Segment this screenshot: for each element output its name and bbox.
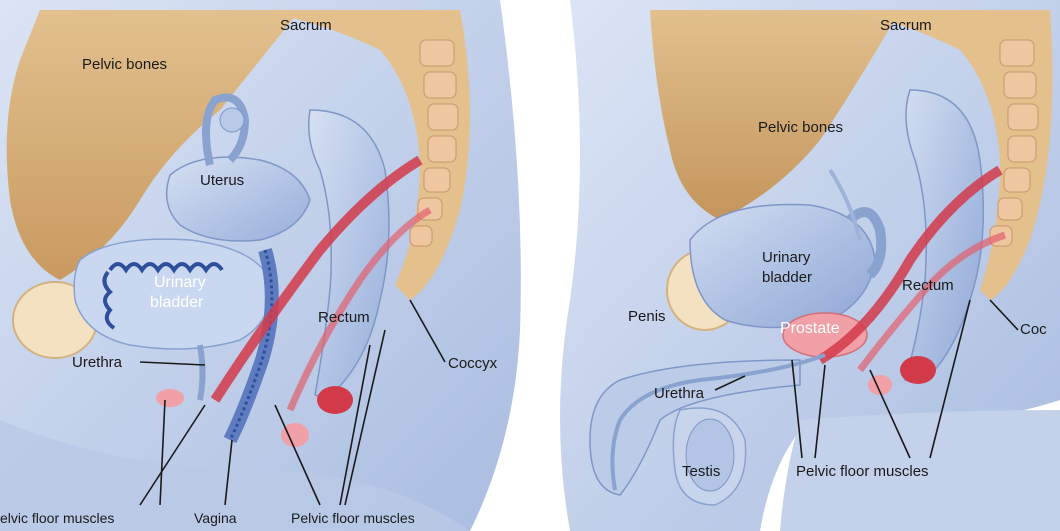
male-coccyx-label: Coc: [1020, 321, 1047, 338]
male-sacrum-label: Sacrum: [880, 17, 932, 34]
female-coccyx-label: Coccyx: [448, 355, 498, 372]
female-bladder-label: bladder: [150, 294, 204, 311]
male-urinary-label: Urinary: [762, 249, 811, 266]
female-sacrum-label: Sacrum: [280, 17, 332, 34]
female-pelvis-diagram: Sacrum Pelvic bones Uterus Urinary bladd…: [0, 0, 530, 531]
female-vagina-label: Vagina: [194, 510, 237, 526]
female-urethra-label: Urethra: [72, 354, 123, 371]
male-urethra-label: Urethra: [654, 385, 705, 402]
female-uterus-label: Uterus: [200, 172, 244, 189]
male-anal-sphincter: [900, 356, 936, 384]
male-penis-label: Penis: [628, 308, 666, 325]
female-urethra: [200, 345, 203, 400]
male-prostate-label: Prostate: [780, 320, 840, 337]
female-urinary-label: Urinary: [154, 274, 206, 291]
female-rectum-label: Rectum: [318, 309, 370, 326]
male-testis: [686, 419, 734, 491]
female-urethral-muscle: [156, 389, 184, 407]
female-pelvis-panel: Sacrum Pelvic bones Uterus Urinary bladd…: [0, 0, 530, 531]
male-pelvic-bones-label: Pelvic bones: [758, 119, 843, 136]
male-pelvis-diagram: Sacrum Pelvic bones Urinary bladder Rect…: [530, 0, 1060, 531]
male-pelvic-floor-muscles-label: Pelvic floor muscles: [796, 463, 929, 480]
male-rectum-label: Rectum: [902, 277, 954, 294]
female-pelvic-bones-label: Pelvic bones: [82, 56, 167, 73]
female-pelvic-floor-muscles-left-label: elvic floor muscles: [0, 510, 114, 526]
male-bladder-label: bladder: [762, 269, 812, 286]
female-ovary: [220, 108, 244, 132]
female-pelvic-floor-muscles-right-label: Pelvic floor muscles: [291, 510, 415, 526]
male-pelvis-panel: Sacrum Pelvic bones Urinary bladder Rect…: [530, 0, 1060, 531]
female-anal-sphincter: [317, 386, 353, 414]
male-testis-label: Testis: [682, 463, 720, 480]
